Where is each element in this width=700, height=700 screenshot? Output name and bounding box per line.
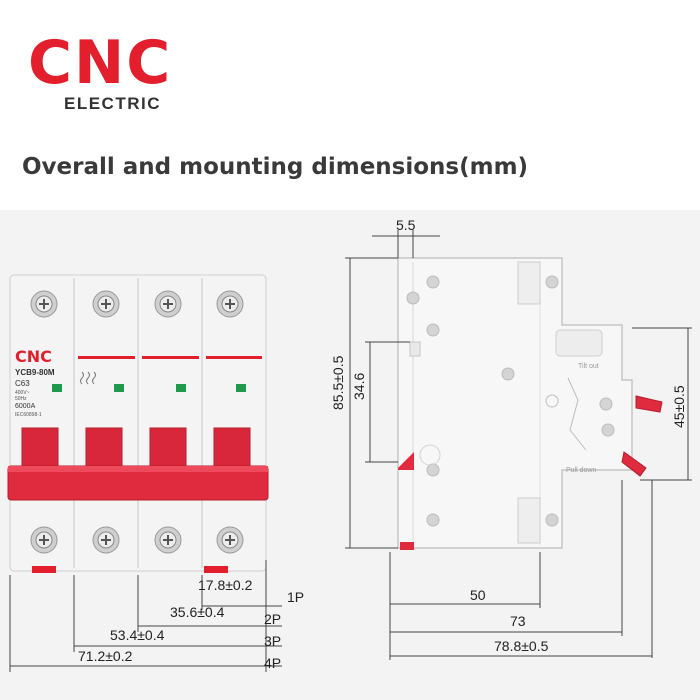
circle-marking — [419, 444, 441, 466]
rivet — [599, 397, 613, 411]
terminal-screw — [92, 526, 120, 554]
din-clip — [400, 542, 414, 550]
terminal-screw — [30, 290, 58, 318]
page-title: Overall and mounting dimensions(mm) — [22, 154, 529, 180]
dimension-2p: 35.6±0.4 — [170, 604, 225, 620]
front-dimension-lines — [9, 560, 282, 672]
front-label-standard: IEC60898-1 — [15, 412, 42, 418]
rivet — [601, 423, 615, 437]
front-window — [555, 329, 603, 357]
front-label-model: YCB9-80M — [15, 368, 55, 377]
dimension-depth-50: 50 — [470, 587, 486, 603]
logo-text: CNC — [28, 28, 173, 98]
terminal-screw — [154, 290, 182, 318]
rivet — [545, 275, 559, 289]
status-window — [114, 384, 124, 392]
din-clip — [204, 566, 228, 573]
front-view: CNC YCB9-80M C63 400V~ 50Hz 6000A IEC608… — [7, 274, 269, 573]
rivet — [426, 275, 440, 289]
terminal-screw — [30, 526, 58, 554]
rivet — [545, 513, 559, 527]
din-clip — [398, 452, 414, 470]
pole-label-1p: 1P — [287, 589, 304, 605]
front-label-voltage: 400V~ — [15, 390, 30, 396]
wiring-symbol-icon — [80, 371, 96, 385]
front-label-rating: C63 — [15, 379, 30, 388]
dimension-depth-73: 73 — [510, 613, 526, 629]
rivet — [426, 463, 440, 477]
front-label-frequency: 50Hz — [15, 396, 27, 402]
tilt-out-marking: Tilt out — [578, 363, 599, 370]
clip-tab — [621, 451, 647, 477]
terminal-block — [517, 497, 541, 544]
pull-down-marking: Pull down — [566, 467, 596, 474]
terminal-screw — [216, 290, 244, 318]
rivet — [426, 323, 440, 337]
pole-stripe — [206, 356, 262, 359]
terminal-screw — [154, 526, 182, 554]
dimension-neck-height: 34.6 — [351, 373, 367, 400]
pole-stripe — [142, 356, 199, 359]
status-window — [236, 384, 246, 392]
dimension-front-height: 45±0.5 — [671, 385, 687, 428]
terminal-screw — [216, 526, 244, 554]
pole-label-3p: 3P — [264, 633, 281, 649]
rivet — [501, 367, 515, 381]
dimension-overall-height: 85.5±0.5 — [330, 355, 346, 410]
handle-highlight — [8, 466, 268, 472]
dimension-top-offset: 5.5 — [396, 217, 416, 233]
release-diagram-icon — [545, 377, 587, 451]
terminal-block — [517, 261, 541, 305]
dimension-3p: 53.4±0.4 — [110, 627, 165, 643]
pole-label-2p: 2P — [264, 611, 281, 627]
rivet — [426, 513, 440, 527]
pole-label-4p: 4P — [264, 655, 281, 671]
dimension-1p: 17.8±0.2 — [198, 577, 253, 593]
terminal-screw — [92, 290, 120, 318]
clip-tab — [635, 395, 663, 413]
mounting-latch — [409, 341, 421, 357]
side-dimension-lines — [345, 230, 692, 660]
din-clip — [32, 566, 56, 573]
pole-stripe — [78, 356, 135, 359]
status-window — [52, 384, 62, 392]
status-window — [176, 384, 186, 392]
dimension-depth-78: 78.8±0.5 — [494, 638, 549, 654]
logo-subtext: ELECTRIC — [64, 94, 161, 113]
side-body — [397, 257, 633, 549]
brand-logo: CNC ELECTRIC — [28, 30, 208, 120]
front-label-breaking: 6000A — [15, 403, 36, 410]
side-view: Tilt out Pull down — [397, 257, 663, 550]
dimension-4p: 71.2±0.2 — [78, 648, 133, 664]
front-label-brand: CNC — [15, 347, 52, 366]
rivet — [406, 291, 420, 305]
